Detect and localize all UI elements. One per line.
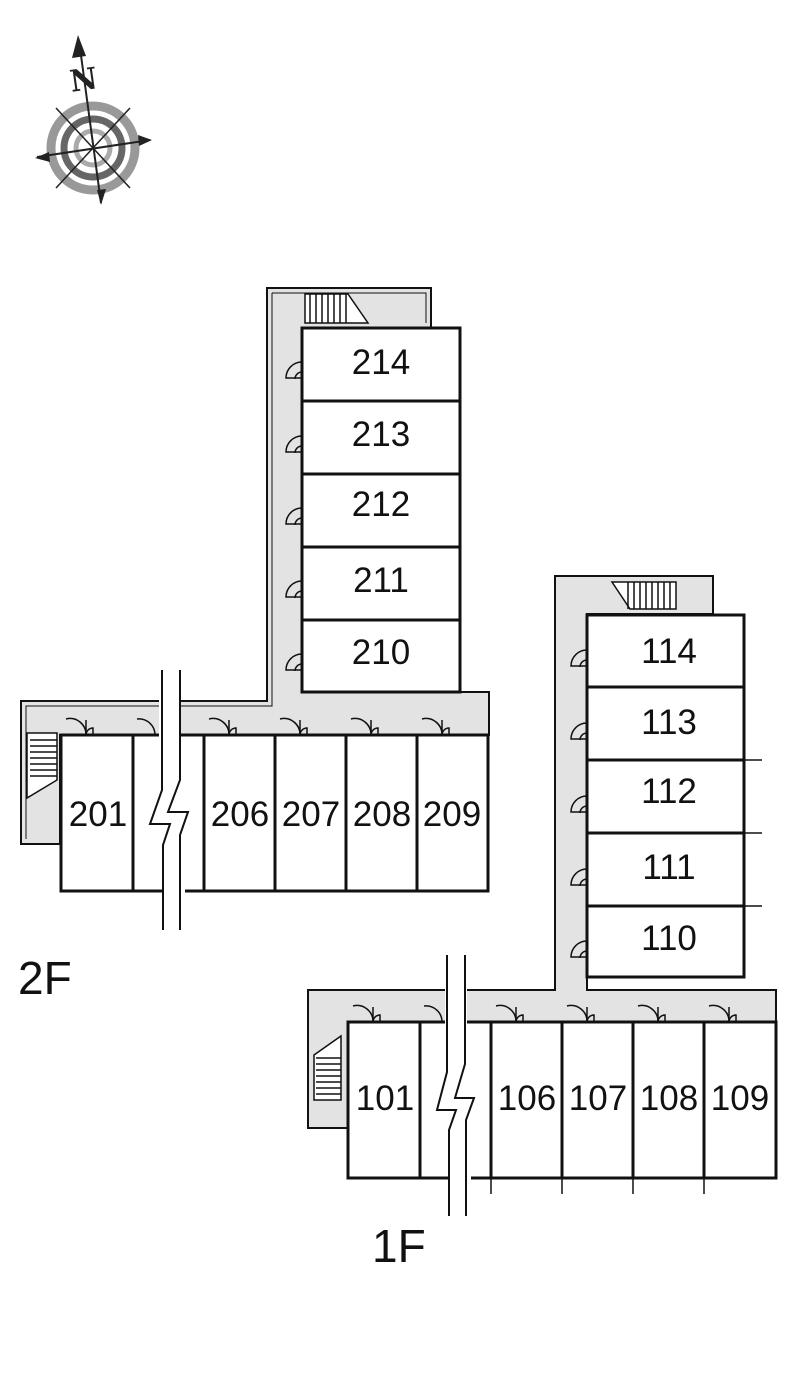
unit-112: 112 <box>585 758 746 835</box>
stairs-icon <box>26 732 58 800</box>
unit-108: 108 <box>631 1020 706 1180</box>
unit-201: 201 <box>59 733 135 893</box>
door-icon <box>352 1004 737 1023</box>
door-icon <box>65 717 450 736</box>
unit-number: 201 <box>69 795 127 834</box>
unit-107: 107 <box>560 1020 635 1180</box>
floor-2f: 214 213 212 211 210 201 <box>18 287 490 1004</box>
unit-number: 108 <box>640 1079 698 1118</box>
unit-211: 211 <box>300 545 462 622</box>
unit-number: 214 <box>352 343 410 382</box>
unit-number: 209 <box>423 795 481 834</box>
unit-206: 206 <box>202 733 277 893</box>
unit-number: 107 <box>569 1079 627 1118</box>
unit-210: 210 <box>300 618 462 694</box>
stairs-icon <box>304 293 370 324</box>
unit-208: 208 <box>344 733 419 893</box>
unit-number: 111 <box>642 848 695 887</box>
unit-213: 213 <box>300 399 462 476</box>
unit-209: 209 <box>415 733 490 893</box>
unit-number: 211 <box>353 561 409 600</box>
break-symbol <box>435 955 476 1216</box>
break-symbol <box>148 670 190 930</box>
unit-110: 110 <box>585 904 746 979</box>
unit-number: 208 <box>353 795 411 834</box>
unit-number: 112 <box>641 772 697 811</box>
unit-number: 212 <box>352 485 410 524</box>
unit-number: 106 <box>498 1079 556 1118</box>
door-icon <box>570 649 588 959</box>
unit-114: 114 <box>585 613 746 689</box>
stairs-icon <box>313 1034 342 1101</box>
unit-number: 113 <box>641 703 697 742</box>
unit-number: 206 <box>211 795 269 834</box>
stairs-icon <box>610 581 677 610</box>
unit-207: 207 <box>273 733 348 893</box>
unit-number: 114 <box>641 632 697 671</box>
unit-111: 111 <box>585 831 746 908</box>
unit-106: 106 <box>489 1020 564 1180</box>
unit-number: 101 <box>356 1079 414 1118</box>
unit-101: 101 <box>346 1020 422 1180</box>
unit-113: 113 <box>585 685 746 762</box>
unit-number: 109 <box>711 1079 769 1118</box>
unit-number: 210 <box>352 633 410 672</box>
unit-212: 212 <box>300 472 462 549</box>
unit-109: 109 <box>702 1020 778 1180</box>
unit-number: 110 <box>641 919 697 958</box>
unit-number: 213 <box>352 415 410 454</box>
floor-1f: 114 113 112 111 110 <box>307 575 778 1272</box>
floor-label-2f: 2F <box>18 952 72 1004</box>
unit-number: 207 <box>282 795 340 834</box>
floor-label-1f: 1F <box>372 1220 426 1272</box>
compass-rose-icon: N <box>35 35 152 205</box>
unit-214: 214 <box>300 326 462 403</box>
door-icon <box>285 361 303 672</box>
compass-north-label: N <box>68 61 100 99</box>
